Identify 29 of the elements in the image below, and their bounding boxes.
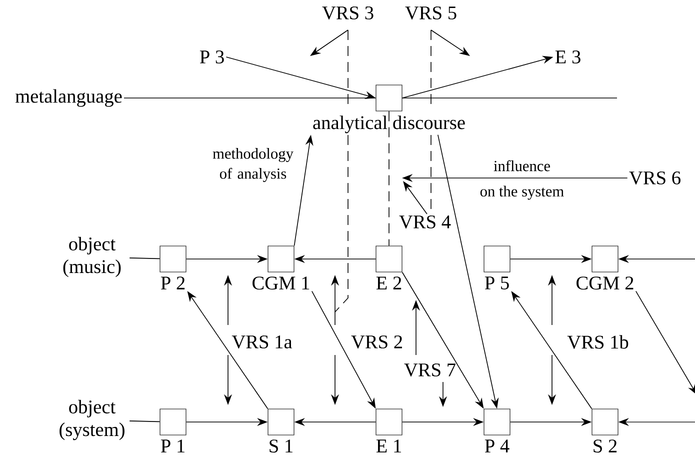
node-label: P 5 <box>484 276 509 290</box>
node-label: CGM 2 <box>576 276 634 290</box>
node-label: S 2 <box>594 440 617 453</box>
term-label: VRS 6 <box>629 171 680 185</box>
vrs-label: VRS 4 <box>399 215 451 229</box>
edge-label: influence on the system <box>480 160 564 200</box>
node-label: S 1 <box>270 440 292 453</box>
term-label: E 3 <box>555 50 580 64</box>
node-label: E 1 <box>376 440 401 452</box>
node-label: CGM 1 <box>252 276 310 290</box>
node-label: P 4 <box>484 440 510 452</box>
vrs-label: VRS 7 <box>404 363 456 377</box>
node-label: analytical discourse <box>313 116 465 134</box>
connector-line <box>129 258 160 260</box>
term-label: P 3 <box>200 50 224 64</box>
vrs-label: VRS 3 <box>322 6 374 20</box>
connector-line <box>388 110 390 246</box>
edge-label: methodology of analysis <box>212 148 294 182</box>
node-label: E 2 <box>376 276 402 290</box>
level-label: object (system) <box>60 400 124 440</box>
node-label: P 2 <box>160 276 185 290</box>
level-label: object (music) <box>63 236 121 278</box>
vrs-label: VRS 1b <box>567 335 628 349</box>
node-label: P 1 <box>160 440 184 452</box>
level-label: metalanguage <box>15 89 122 107</box>
vrs-label: VRS 5 <box>405 6 456 20</box>
connector-line <box>129 420 160 422</box>
vrs-label: VRS 2 <box>351 335 402 349</box>
vrs-label: VRS 1a <box>232 335 292 349</box>
